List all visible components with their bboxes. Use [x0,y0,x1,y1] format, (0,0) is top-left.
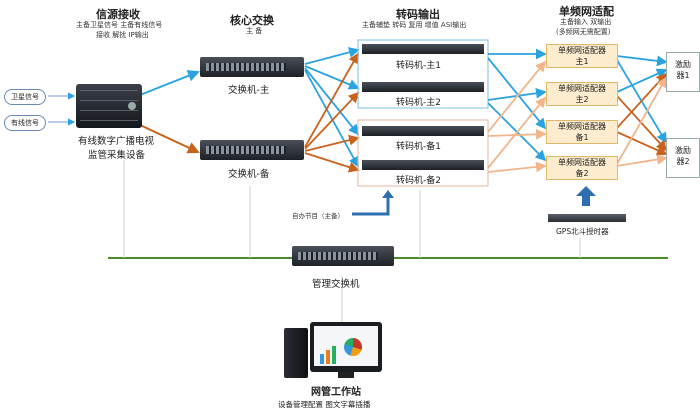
cable-signal: 有线信号 [4,115,46,131]
transcoder-backup2-label: 转码机-备2 [396,176,441,186]
sfn-adapter-backup1-l2: 备1 [575,133,589,142]
workstation-sub: 设备管理配置 图文字幕插播 [278,400,371,409]
section-sub-source-2: 接收 解扰 IP输出 [96,31,149,39]
transcoder-main1-label: 转码机-主1 [396,61,441,71]
monitor-device-label-1: 有线数字广播电视 [78,136,155,147]
links-transcoders-adapters-peach [487,60,547,173]
exciter-2-l2: 器2 [676,157,690,166]
sfn-adapter-backup1-l1: 单频网适配器 [558,122,606,131]
mgmt-switch-label: 管理交换机 [312,279,360,290]
links-transcoders-adapters-blue [487,48,547,162]
sfn-adapter-main2: 单频网适配器主2 [546,82,618,106]
sfn-adapter-backup1: 单频网适配器备1 [546,120,618,144]
mgmt-switch-icon [292,246,394,266]
sfn-adapter-backup2: 单频网适配器备2 [546,156,618,180]
section-sub-sfn-1: 主备输入 双输出 [560,18,612,26]
section-sub-transcode: 主备辅垫 转码 复用 增值 ASI输出 [362,21,467,29]
switch-backup-label: 交换机-备 [228,169,270,180]
exciter-2-l1: 激励 [675,146,691,155]
satellite-signal: 卫星信号 [4,89,46,105]
monitor-device-icon [76,84,142,128]
transcoder-backup1-icon [362,126,484,136]
monitor-screen-icon [310,322,382,372]
section-sub-source-1: 主备卫星信号 主备有线信号 [76,21,163,29]
transcoder-main2-label: 转码机-主2 [396,98,441,108]
links-switch-backup-transcoders [304,52,360,173]
section-title-core: 核心交换 [230,14,274,27]
switch-backup-icon [200,140,304,160]
sfn-adapter-main2-l1: 单频网适配器 [558,84,606,93]
links-adapters-exciters [616,55,668,167]
sfn-adapter-backup2-l1: 单频网适配器 [558,158,606,167]
self-program-arrow [352,196,390,216]
pc-tower-icon [284,328,308,378]
transcoder-backup2-icon [362,160,484,170]
gps-device-icon [548,214,626,222]
link-monitor-switch-backup [139,124,200,154]
transcoder-backup-group [357,119,489,187]
sfn-adapter-main2-l2: 主2 [575,95,589,104]
exciter-1-l1: 激励 [675,60,691,69]
exciter-2: 激励器2 [666,138,700,178]
workstation-label: 网管工作站 [311,387,361,398]
transcoder-main-group [357,39,489,109]
sfn-adapter-main1-l1: 单频网适配器 [558,46,606,55]
monitor-device-label-2: 监管采集设备 [88,150,146,161]
section-title-transcode: 转码输出 [396,8,440,21]
sfn-adapter-main1: 单频网适配器主1 [546,44,618,68]
sfn-adapter-backup2-l2: 备2 [575,169,589,178]
section-title-sfn: 单频网适配 [559,5,614,18]
switch-main-label: 交换机-主 [228,85,270,96]
transcoder-backup1-label: 转码机-备1 [396,142,441,152]
transcoder-main2-icon [362,82,484,92]
monitor-stand-icon [338,372,354,378]
exciter-1-l2: 器1 [676,71,690,80]
exciter-1: 激励器1 [666,52,700,92]
sfn-adapter-main1-l2: 主1 [575,57,589,66]
gps-arrow [576,186,596,196]
section-sub-sfn-2: (多频网无需配置) [556,28,611,36]
gps-label: GPS北斗授时器 [556,227,609,236]
link-monitor-switch-main [139,70,200,96]
self-program-label: 自办节目（主备） [292,212,344,220]
signal-input-arrows [48,92,76,126]
transcoder-main1-icon [362,44,484,54]
section-sub-core: 主 备 [246,27,263,35]
section-title-source: 信源接收 [96,8,140,21]
switch-main-icon [200,57,304,77]
